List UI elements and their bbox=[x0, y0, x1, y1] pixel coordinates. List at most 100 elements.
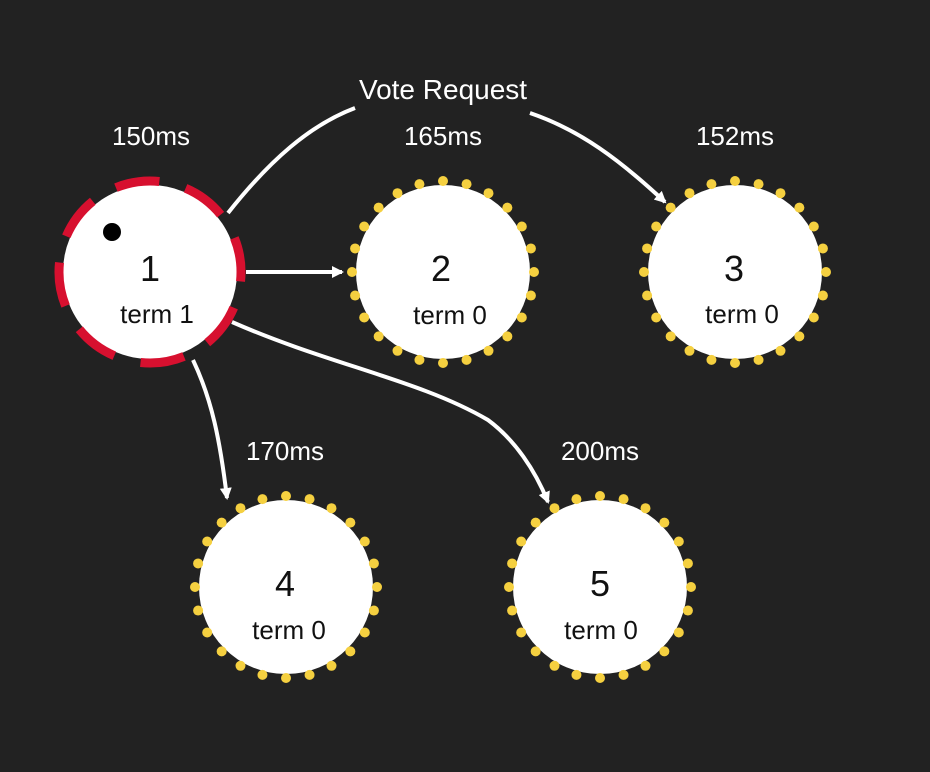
follower-ring-dot bbox=[350, 243, 361, 254]
follower-ring-dot bbox=[775, 188, 786, 199]
follower-ring-dot bbox=[673, 627, 684, 638]
follower-ring-dot bbox=[808, 312, 819, 323]
follower-ring-dot bbox=[345, 517, 356, 528]
follower-ring-dot bbox=[507, 605, 518, 616]
node-4[interactable]: 4 term 0 170ms bbox=[190, 436, 382, 683]
follower-ring-dot bbox=[281, 673, 291, 683]
node-2-id: 2 bbox=[431, 248, 451, 289]
follower-ring-dot bbox=[639, 267, 649, 277]
edge-1-3 bbox=[226, 106, 356, 215]
follower-ring bbox=[347, 176, 539, 368]
follower-ring-dot bbox=[808, 221, 819, 232]
follower-ring-dot bbox=[193, 558, 204, 569]
follower-ring-dot bbox=[753, 354, 764, 365]
follower-ring-dot bbox=[618, 669, 629, 680]
follower-ring-dot bbox=[257, 669, 268, 680]
node-1[interactable]: 1 term 1 150ms bbox=[32, 121, 269, 390]
follower-ring-dot bbox=[595, 491, 605, 501]
edge-1-3-tail bbox=[529, 111, 667, 204]
follower-ring-dot bbox=[438, 358, 448, 368]
follower-ring-dot bbox=[326, 660, 337, 671]
follower-ring-dot bbox=[516, 627, 527, 638]
vote-indicator-dot bbox=[103, 223, 121, 241]
edge-label-vote-request: Vote Request bbox=[359, 74, 527, 105]
node-4-body bbox=[199, 500, 373, 674]
follower-ring-dot bbox=[373, 202, 384, 213]
edge-1-5 bbox=[231, 320, 550, 504]
node-5[interactable]: 5 term 0 200ms bbox=[504, 436, 696, 683]
node-5-id: 5 bbox=[590, 563, 610, 604]
node-2[interactable]: 2 term 0 165ms bbox=[347, 121, 539, 368]
follower-ring-dot bbox=[673, 536, 684, 547]
follower-ring-dot bbox=[304, 494, 315, 505]
follower-ring-dot bbox=[359, 627, 370, 638]
follower-ring-dot bbox=[682, 558, 693, 569]
follower-ring-dot bbox=[483, 345, 494, 356]
node-3-term: term 0 bbox=[705, 299, 779, 329]
follower-ring-dot bbox=[461, 354, 472, 365]
node-4-timer: 170ms bbox=[246, 436, 324, 466]
follower-ring-dot bbox=[642, 243, 653, 254]
node-3-body bbox=[648, 185, 822, 359]
follower-ring-dot bbox=[794, 331, 805, 342]
follower-ring-dot bbox=[235, 660, 246, 671]
follower-ring-dot bbox=[659, 646, 670, 657]
follower-ring-dot bbox=[595, 673, 605, 683]
follower-ring-dot bbox=[817, 243, 828, 254]
follower-ring-dot bbox=[665, 331, 676, 342]
node-1-term: term 1 bbox=[120, 299, 194, 329]
follower-ring-dot bbox=[483, 188, 494, 199]
follower-ring-dot bbox=[359, 221, 370, 232]
edge-1-4 bbox=[191, 359, 232, 500]
follower-ring-dot bbox=[216, 517, 227, 528]
follower-ring-dot bbox=[530, 646, 541, 657]
follower-ring-dot bbox=[706, 354, 717, 365]
follower-ring-dot bbox=[392, 188, 403, 199]
follower-ring-dot bbox=[368, 558, 379, 569]
follower-ring-dot bbox=[682, 605, 693, 616]
node-3[interactable]: 3 term 0 152ms bbox=[639, 121, 831, 368]
follower-ring-dot bbox=[516, 221, 527, 232]
follower-ring-dot bbox=[549, 660, 560, 671]
follower-ring-dot bbox=[525, 290, 536, 301]
follower-ring-dot bbox=[686, 582, 696, 592]
follower-ring-dot bbox=[821, 267, 831, 277]
follower-ring-dot bbox=[372, 582, 382, 592]
node-2-body bbox=[356, 185, 530, 359]
follower-ring-dot bbox=[190, 582, 200, 592]
node-2-term: term 0 bbox=[413, 300, 487, 330]
follower-ring-dot bbox=[775, 345, 786, 356]
follower-ring-dot bbox=[530, 517, 541, 528]
follower-ring-dot bbox=[640, 503, 651, 514]
follower-ring-dot bbox=[345, 646, 356, 657]
follower-ring-dot bbox=[525, 243, 536, 254]
node-2-timer: 165ms bbox=[404, 121, 482, 151]
node-3-timer: 152ms bbox=[696, 121, 774, 151]
node-5-term: term 0 bbox=[564, 615, 638, 645]
follower-ring-dot bbox=[504, 582, 514, 592]
follower-ring-dot bbox=[368, 605, 379, 616]
follower-ring-dot bbox=[502, 202, 513, 213]
follower-ring-dot bbox=[414, 354, 425, 365]
follower-ring-dot bbox=[438, 176, 448, 186]
node-1-id: 1 bbox=[140, 248, 160, 289]
follower-ring-dot bbox=[461, 179, 472, 190]
follower-ring-dot bbox=[414, 179, 425, 190]
follower-ring bbox=[639, 176, 831, 368]
follower-ring-dot bbox=[817, 290, 828, 301]
follower-ring-dot bbox=[516, 536, 527, 547]
follower-ring-dot bbox=[651, 312, 662, 323]
node-1-timer: 150ms bbox=[112, 121, 190, 151]
follower-ring-dot bbox=[257, 494, 268, 505]
follower-ring-dot bbox=[529, 267, 539, 277]
follower-ring bbox=[190, 491, 382, 683]
follower-ring-dot bbox=[730, 358, 740, 368]
follower-ring-dot bbox=[571, 494, 582, 505]
follower-ring-dot bbox=[502, 331, 513, 342]
follower-ring-dot bbox=[684, 188, 695, 199]
follower-ring-dot bbox=[753, 179, 764, 190]
follower-ring-dot bbox=[392, 345, 403, 356]
follower-ring-dot bbox=[373, 331, 384, 342]
follower-ring-dot bbox=[347, 267, 357, 277]
